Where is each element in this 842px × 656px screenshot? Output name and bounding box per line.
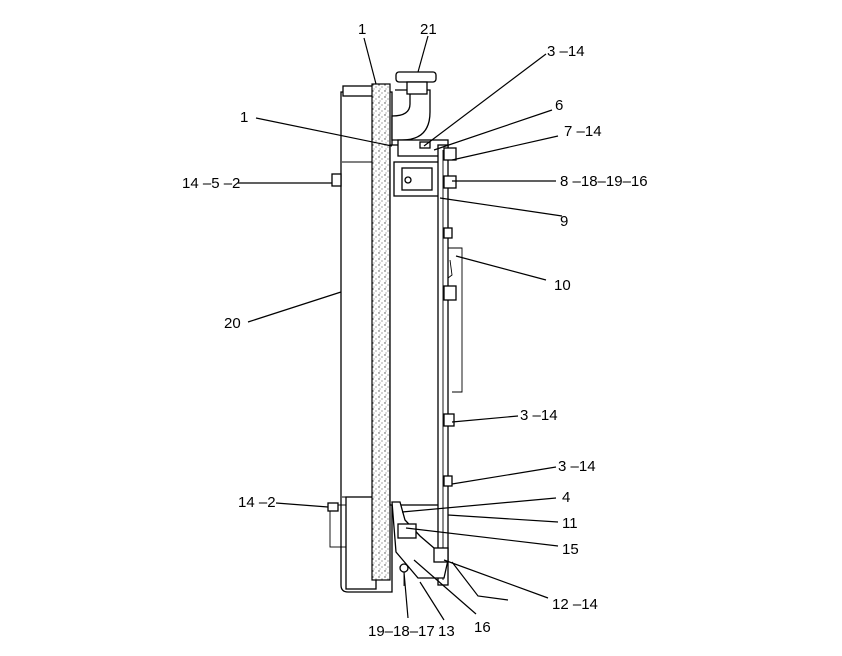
callout-4: 4: [562, 489, 570, 506]
callout-3-14-low: 3 –14: [558, 458, 596, 475]
lower-mount-bracket: [391, 501, 509, 601]
shroud-seal-strip: [371, 83, 391, 581]
callout-10: 10: [554, 277, 571, 294]
callout-6: 6: [555, 97, 563, 114]
bolt-stubs: [327, 173, 342, 512]
radiator-side-plate: [389, 144, 441, 506]
callout-3-14-mid: 3 –14: [520, 407, 558, 424]
callout-21: 21: [420, 21, 437, 38]
cable-tie: [448, 247, 463, 393]
callout-12-14: 12 –14: [552, 596, 598, 613]
callout-8-18-19-16: 8 –18–19–16: [560, 173, 648, 190]
callout-9: 9: [560, 213, 568, 230]
upper-mount-bracket: [393, 139, 449, 197]
leader-lines: [238, 35, 563, 621]
callout-7-14: 7 –14: [564, 123, 602, 140]
callout-15: 15: [562, 541, 579, 558]
callout-labels: 1 21 3 –14 1 6 7 –14 14 –5 –2 8 –18–19–1…: [182, 21, 648, 640]
upper-elbow-pipe: [391, 71, 437, 141]
callout-13: 13: [438, 623, 455, 640]
callout-19-18-17: 19–18–17: [368, 623, 435, 640]
callout-11: 11: [562, 515, 578, 532]
callout-1-mid: 1: [240, 109, 248, 126]
right-support-rod: [437, 144, 457, 586]
callout-3-14-top: 3 –14: [547, 43, 585, 60]
callout-14-5-2: 14 –5 –2: [182, 175, 240, 192]
callout-16: 16: [474, 619, 491, 636]
callout-20: 20: [224, 315, 241, 332]
callout-1-top: 1: [358, 21, 366, 38]
callout-14-2: 14 –2: [238, 494, 276, 511]
